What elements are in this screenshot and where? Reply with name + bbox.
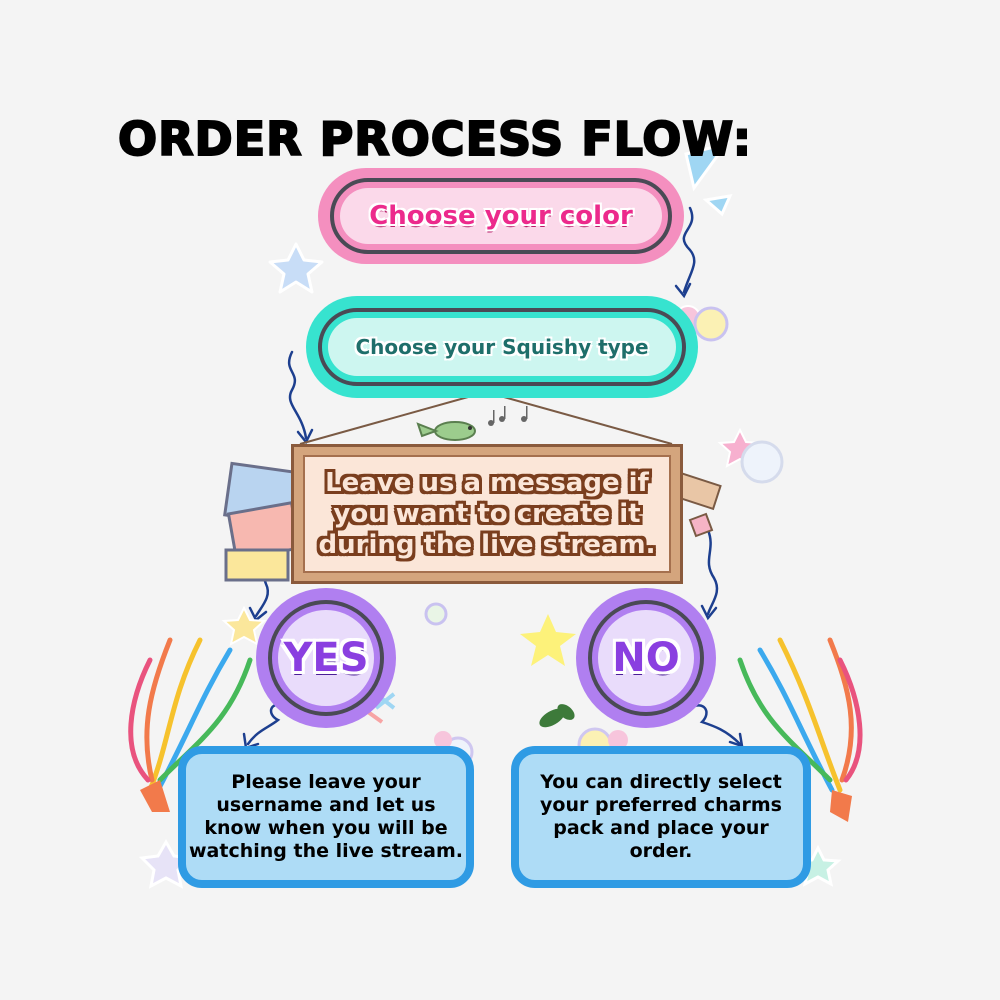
sprout-icon — [539, 704, 575, 728]
confetti-right-icon — [737, 637, 863, 822]
outcome-text: You can directly select your preferred c… — [540, 771, 782, 862]
outcome-no-box: You can directly select your preferred c… — [511, 746, 811, 888]
bird-icon — [416, 421, 476, 441]
decision-label: YES — [283, 635, 369, 681]
decision-no: NO — [576, 588, 716, 728]
step-label: Leave us a message if you want to create… — [318, 467, 656, 560]
step-choose-squishy-type: Choose your Squishy type — [306, 296, 698, 398]
music-note-icon — [488, 406, 528, 426]
step-label: Choose your Squishy type — [355, 335, 649, 359]
photo-frames-icon — [223, 461, 303, 582]
curly-arrow-icon — [242, 206, 744, 750]
sparkle-shards-icon — [684, 141, 733, 217]
star-icon — [268, 242, 324, 294]
star-icon — [717, 427, 784, 484]
outcome-yes-box: Please leave your username and let us kn… — [178, 746, 474, 888]
decision-label: NO — [612, 635, 680, 681]
step-choose-color: Choose your color — [318, 168, 684, 264]
decision-yes: YES — [256, 588, 396, 728]
step-label: Choose your color — [369, 201, 633, 231]
confetti-left-icon — [128, 637, 253, 812]
page-title: ORDER PROCESS FLOW: — [117, 111, 753, 167]
step-leave-message-sign: Leave us a message if you want to create… — [291, 444, 683, 584]
outcome-text: Please leave your username and let us kn… — [188, 771, 463, 862]
